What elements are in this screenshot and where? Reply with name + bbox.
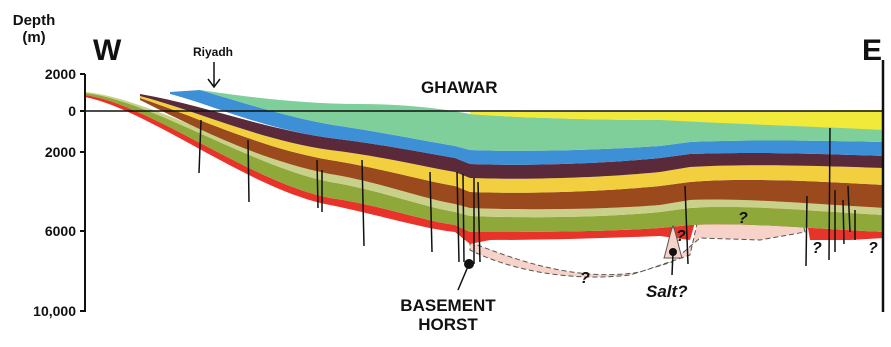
layer-1 (85, 95, 884, 244)
unknown-marker: ? (738, 210, 748, 227)
unknown-marker: ? (868, 240, 878, 257)
ghawar-label: GHAWAR (421, 78, 498, 97)
salt-pointer-dot (669, 248, 677, 256)
basement-horst-line2: HORST (418, 315, 478, 334)
fault-line (316, 159, 319, 209)
layer-8 (200, 90, 884, 151)
tick-label: 2000 (44, 144, 76, 160)
unknown-marker: ? (812, 240, 822, 257)
basement-horst-line1: BASEMENT (400, 296, 496, 315)
riyadh-arrow-head (207, 78, 221, 89)
tick-label: 10,000 (33, 303, 76, 319)
fault-line (361, 159, 365, 247)
layer-3 (85, 92, 884, 218)
fault-line (247, 139, 250, 203)
basement-pointer-dot (464, 259, 474, 269)
tick-label: 2000 (44, 66, 76, 82)
layer-9 (470, 110, 884, 130)
layer-7 (170, 90, 884, 165)
east-label: E (862, 34, 883, 67)
basement-horst-label: BASEMENT HORST (388, 296, 508, 334)
depth-axis-title: Depth (m) (3, 12, 65, 46)
fault-line (684, 185, 689, 265)
fault-line (429, 171, 433, 253)
salt-plug (663, 224, 683, 259)
salt-label: Salt? (646, 282, 688, 301)
fault-line (198, 119, 202, 174)
riyadh-label: Riyadh (193, 45, 234, 59)
west-label: W (93, 34, 122, 67)
layer-5 (140, 96, 884, 193)
fault-line (462, 173, 465, 263)
fault-line (477, 181, 481, 263)
fault-line (456, 171, 460, 263)
unknown-marker: ? (580, 270, 590, 287)
layer-6 (140, 94, 884, 179)
fault-line (847, 185, 851, 233)
fault-line (842, 199, 845, 245)
unknown-marker: ? (676, 228, 686, 245)
tick-label: 0 (68, 103, 76, 119)
depth-axis-title-line2: (m) (22, 29, 46, 46)
layer-2 (85, 93, 884, 232)
faults (198, 119, 856, 267)
depth-axis-title-line1: Depth (12, 12, 56, 29)
fault-line (828, 127, 831, 261)
tick-label: 6000 (44, 223, 76, 239)
layer-4 (140, 98, 884, 210)
fault-line (805, 195, 808, 267)
